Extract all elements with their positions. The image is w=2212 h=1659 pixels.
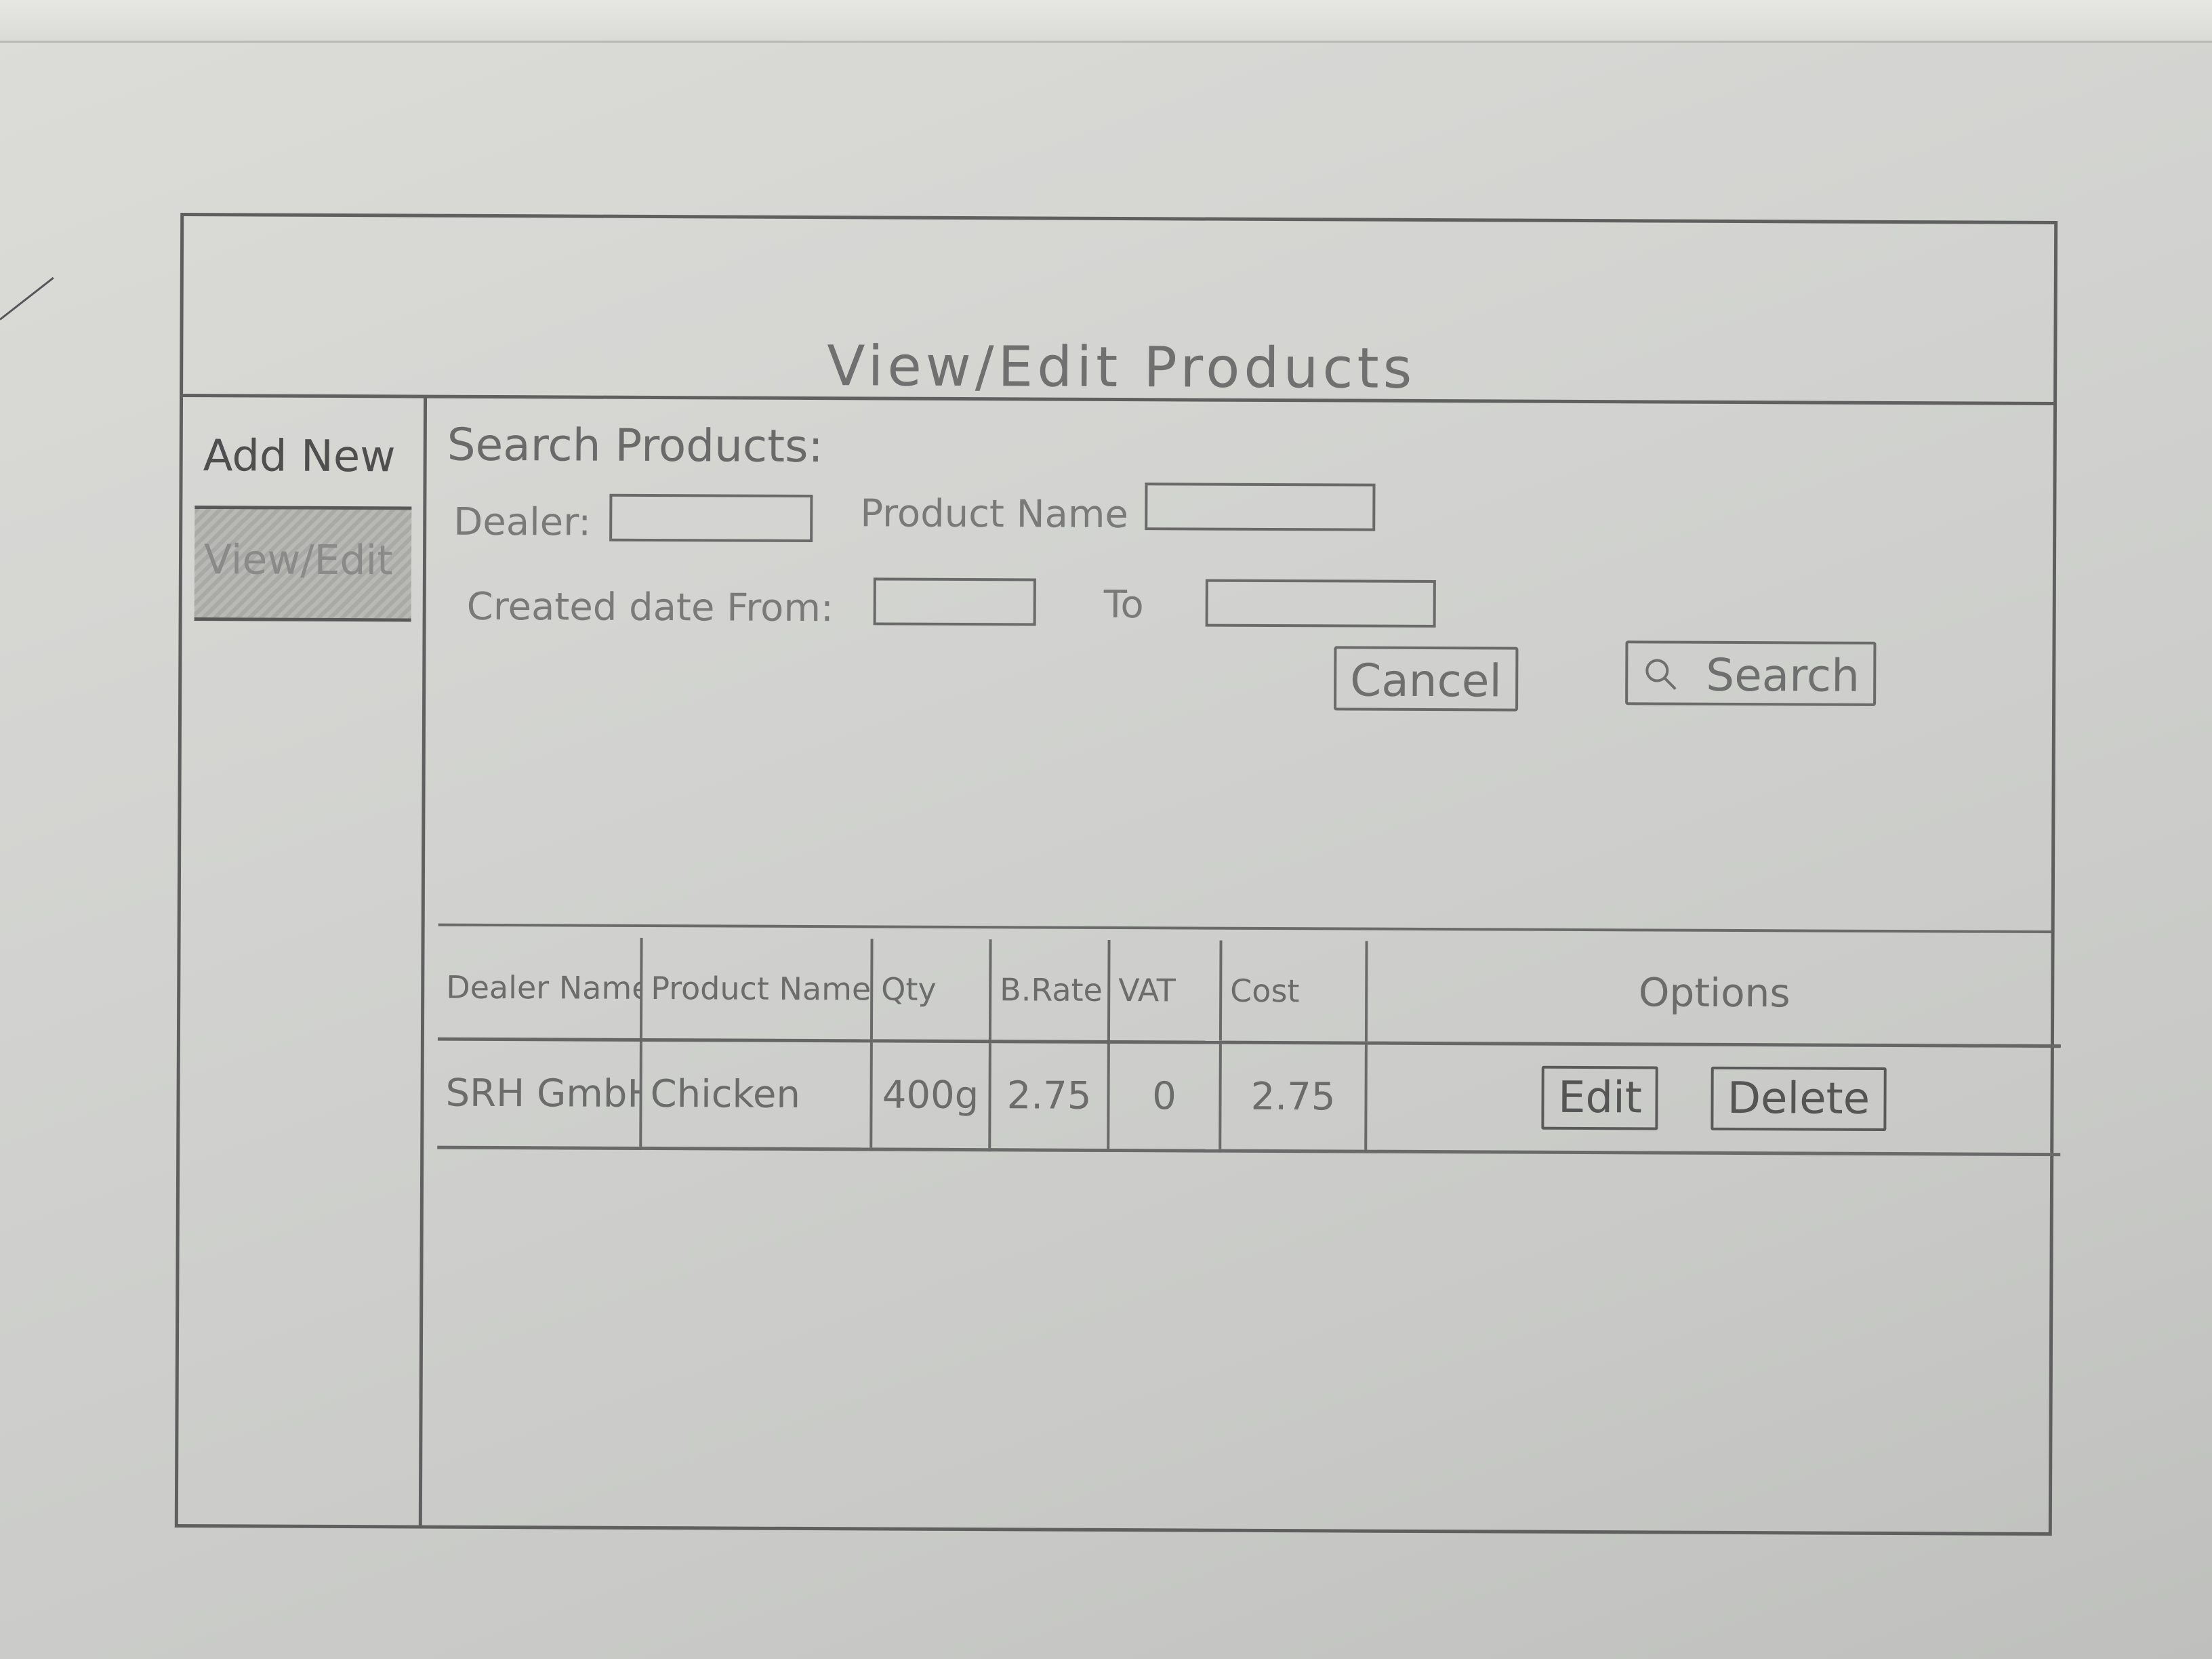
edit-button[interactable]: Edit <box>1541 1065 1659 1130</box>
table-row[interactable]: SRH GmbH Chicken 400g 2.75 0 2.75 Edit D… <box>437 1038 2061 1155</box>
cell-cost: 2.75 <box>1220 1042 1366 1151</box>
product-name-input[interactable] <box>1145 483 1376 531</box>
sidebar-item-add-new[interactable]: Add New <box>194 411 412 510</box>
results-divider <box>438 923 2051 934</box>
pencil-mark <box>0 276 54 321</box>
cell-options: Edit Delete <box>1366 1043 2061 1154</box>
paper-edge <box>0 0 2212 43</box>
column-header-dealer-name[interactable]: Dealer Name <box>437 937 642 1040</box>
to-label: To <box>1103 582 1144 628</box>
cell-qty: 400g <box>871 1040 990 1150</box>
sidebar: Add New View/Edit <box>178 396 428 1525</box>
search-button[interactable]: Search <box>1625 640 1877 706</box>
search-button-label: Search <box>1706 649 1860 702</box>
created-from-label: Created date From: <box>466 584 834 631</box>
product-name-label: Product Name <box>860 491 1129 537</box>
main-content: Search Products: Dealer: Product Name Cr… <box>422 398 2062 1532</box>
dealer-input[interactable] <box>609 493 813 543</box>
sidebar-item-label: Add New <box>203 431 396 483</box>
sidebar-item-view-edit[interactable]: View/Edit <box>194 509 412 622</box>
cancel-button-label: Cancel <box>1350 654 1502 708</box>
column-header-options: Options <box>1366 941 2062 1046</box>
column-header-b-rate[interactable]: B.Rate <box>989 939 1109 1042</box>
search-icon <box>1641 652 1679 704</box>
dealer-label: Dealer: <box>453 499 592 545</box>
page-title: View/Edit Products <box>827 334 1416 401</box>
column-header-product-name[interactable]: Product Name <box>640 937 872 1041</box>
products-table: Dealer Name Product Name Qty B.Rate VAT … <box>437 937 2062 1156</box>
sidebar-item-label: View/Edit <box>203 536 393 585</box>
cancel-button[interactable]: Cancel <box>1334 646 1519 712</box>
cell-b-rate: 2.75 <box>989 1041 1109 1150</box>
created-from-input[interactable] <box>873 577 1036 626</box>
cell-product-name: Chicken <box>640 1039 872 1149</box>
title-bar: View/Edit Products <box>183 216 2055 406</box>
column-header-cost[interactable]: Cost <box>1220 940 1367 1043</box>
to-date-input[interactable] <box>1205 579 1436 628</box>
cell-dealer-name: SRH GmbH <box>437 1038 641 1148</box>
app-window: View/Edit Products Add New View/Edit Sea… <box>174 212 2062 1536</box>
table-header-row: Dealer Name Product Name Qty B.Rate VAT … <box>437 937 2062 1046</box>
column-header-qty[interactable]: Qty <box>871 939 991 1042</box>
search-section-title: Search Products: <box>447 418 823 473</box>
column-header-vat[interactable]: VAT <box>1108 939 1221 1042</box>
delete-button[interactable]: Delete <box>1711 1066 1887 1131</box>
cell-vat: 0 <box>1108 1041 1221 1151</box>
